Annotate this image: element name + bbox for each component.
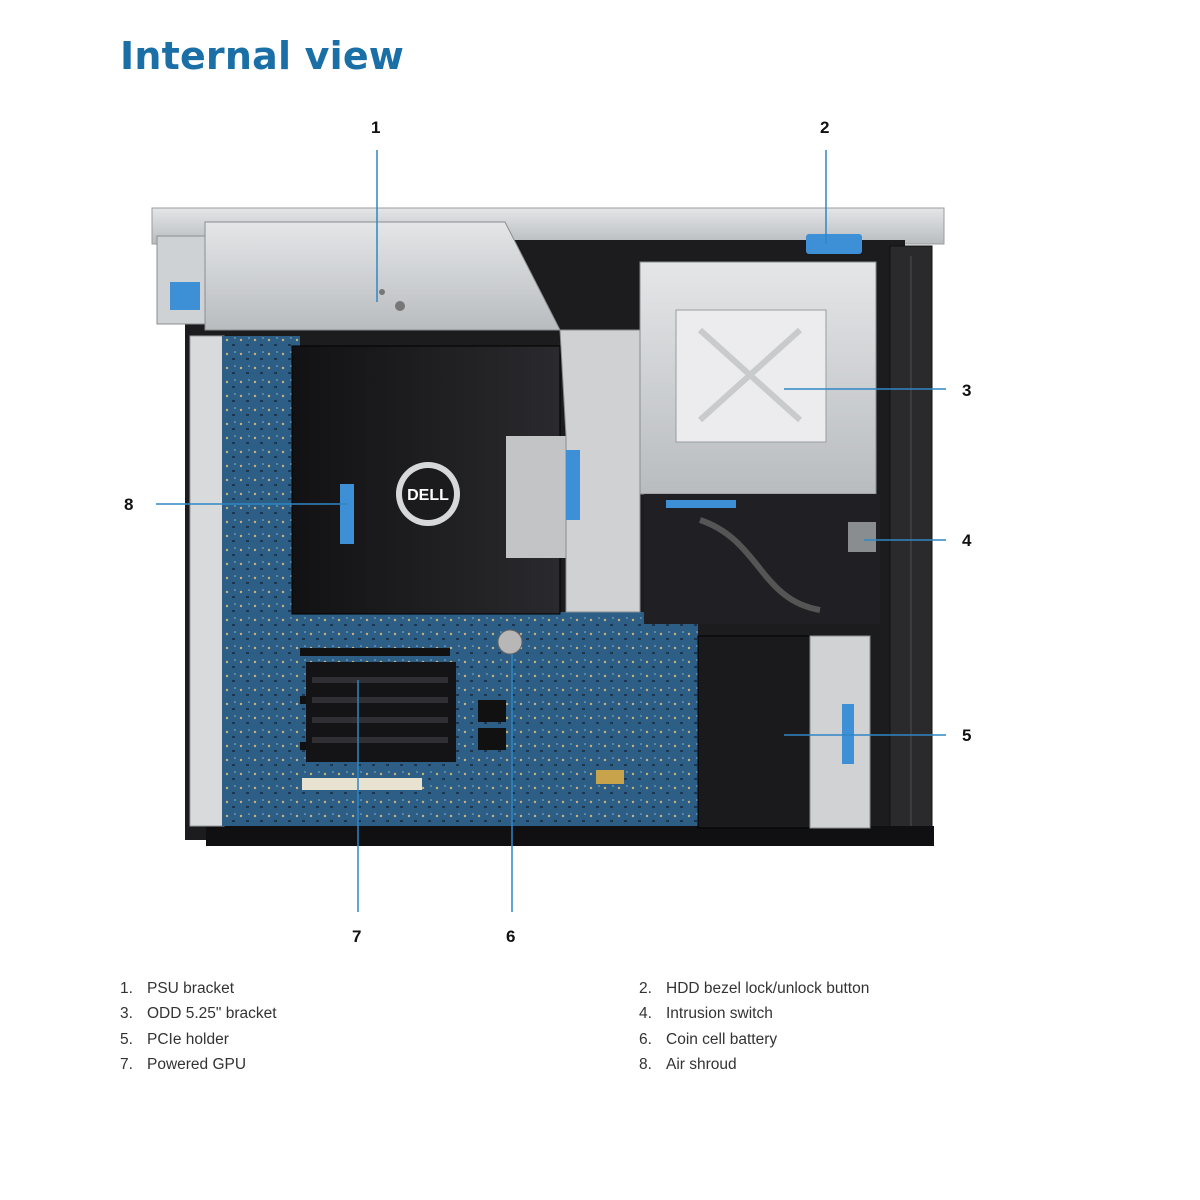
psu-bracket [156,221,561,331]
legend-label: HDD bezel lock/unlock button [666,979,870,997]
center-divider [559,329,641,613]
callout-5: 5 [962,726,971,745]
callout-6: 6 [506,927,515,946]
legend-item: 3. ODD 5.25" bracket [120,1002,277,1028]
psu-release-tab [170,282,200,310]
legend-number: 5. [120,1030,133,1048]
callout-2: 2 [820,118,829,137]
callout-1: 1 [371,118,380,137]
powered-gpu [306,662,456,762]
legend-number: 7. [120,1056,133,1074]
legend-label: PCIe holder [147,1030,229,1048]
legend-item: 6. Coin cell battery [639,1027,869,1053]
legend-number: 8. [639,1056,652,1074]
coin-cell-battery [497,629,523,655]
legend-item: 2. HDD bezel lock/unlock button [639,976,869,1002]
air-shroud: DELL [291,345,566,615]
hdd-cage [644,494,880,624]
legend-label: PSU bracket [147,979,235,997]
callout-lines [156,150,946,912]
legend-number: 1. [120,979,133,997]
legend-label: Powered GPU [147,1056,247,1074]
legend-number: 3. [120,1005,133,1023]
divider-touch-point [566,450,580,520]
motherboard [222,336,698,826]
legend-item: 5. PCIe holder [120,1027,277,1053]
legend-item: 4. Intrusion switch [639,1002,869,1028]
legend-label: ODD 5.25" bracket [147,1005,277,1023]
legend-number: 4. [639,1005,652,1023]
legend-label: Intrusion switch [666,1005,773,1023]
legend-item: 1. PSU bracket [120,976,277,1002]
callout-4: 4 [962,531,972,550]
legend-item: 7. Powered GPU [120,1053,277,1079]
rear-io-panel [189,335,225,827]
legend-number: 6. [639,1030,652,1048]
legend-label: Coin cell battery [666,1030,778,1048]
pcie-holder [697,635,871,829]
callout-7: 7 [352,927,361,946]
legend-item: 8. Air shroud [639,1053,869,1079]
hdd-bezel-lock-button [806,234,862,254]
legend-label: Air shroud [666,1056,737,1074]
odd-bracket [639,261,877,495]
page-title: Internal view [120,34,405,78]
legend-right: 2. HDD bezel lock/unlock button 4. Intru… [639,976,869,1078]
intrusion-switch [848,522,876,552]
callout-3: 3 [962,381,971,400]
legend-number: 2. [639,979,652,997]
brand-logo: DELL [407,487,449,504]
callout-8: 8 [124,495,133,514]
legend-left: 1. PSU bracket 3. ODD 5.25" bracket 5. P… [120,976,277,1078]
